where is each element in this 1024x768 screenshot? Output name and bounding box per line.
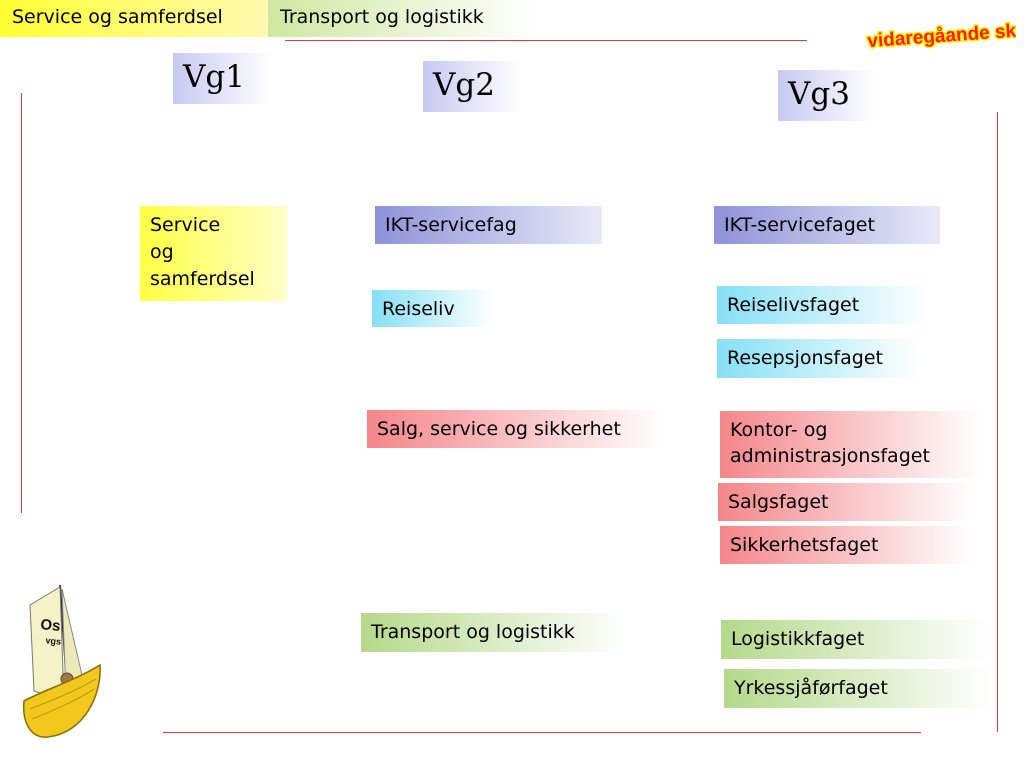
vg3-yrkessjaforfaget[interactable]: Yrkessjåførfaget [724, 669, 991, 708]
left-border-line [21, 93, 22, 513]
vg3-reiselivsfaget[interactable]: Reiselivsfaget [717, 286, 928, 324]
level-header-vg2: Vg2 [423, 61, 520, 112]
level-header-vg1: Vg1 [173, 53, 270, 104]
vg2-transport-og-logistikk[interactable]: Transport og logistikk [361, 613, 627, 652]
svg-text:vgs: vgs [45, 635, 61, 647]
top-divider-line [285, 40, 807, 41]
vg1-service-line3: samferdsel [150, 268, 255, 290]
tab-service-og-samferdsel[interactable]: Service og samferdsel [0, 0, 268, 37]
vg2-reiseliv[interactable]: Reiseliv [372, 290, 494, 327]
level-header-vg3: Vg3 [778, 70, 875, 121]
vg1-service-line2: og [150, 241, 174, 263]
vg3-sikkerhetsfaget[interactable]: Sikkerhetsfaget [720, 526, 972, 564]
vg1-service-og-samferdsel[interactable]: Service og samferdsel [140, 206, 287, 301]
vg2-ikt-servicefag[interactable]: IKT-servicefag [375, 206, 602, 244]
vg3-kontor-line2: administrasjonsfaget [730, 445, 930, 467]
tab-transport-og-logistikk[interactable]: Transport og logistikk [268, 0, 536, 37]
bottom-divider-line [163, 732, 921, 733]
svg-text:Os: Os [40, 616, 62, 635]
vg2-salg-service-sikkerhet[interactable]: Salg, service og sikkerhet [367, 410, 665, 448]
vg1-service-line1: Service [150, 214, 221, 236]
vg3-ikt-servicefaget[interactable]: IKT-servicefaget [714, 206, 940, 244]
school-logo: Os vidaregåande skule [864, 17, 1016, 54]
right-border-line [997, 112, 998, 732]
svg-text:Os vidaregåande skule: Os vidaregåande skule [864, 19, 1016, 54]
vg3-logistikkfaget[interactable]: Logistikkfaget [721, 620, 988, 659]
vg3-kontor-og-administrasjonsfaget[interactable]: Kontor- og administrasjonsfaget [720, 411, 980, 478]
vg3-resepsjonsfaget[interactable]: Resepsjonsfaget [717, 339, 919, 378]
boat-logo-icon: Os vgs [22, 584, 101, 738]
vg3-salgsfaget[interactable]: Salgsfaget [718, 483, 972, 521]
vg3-kontor-line1: Kontor- og [730, 419, 828, 441]
